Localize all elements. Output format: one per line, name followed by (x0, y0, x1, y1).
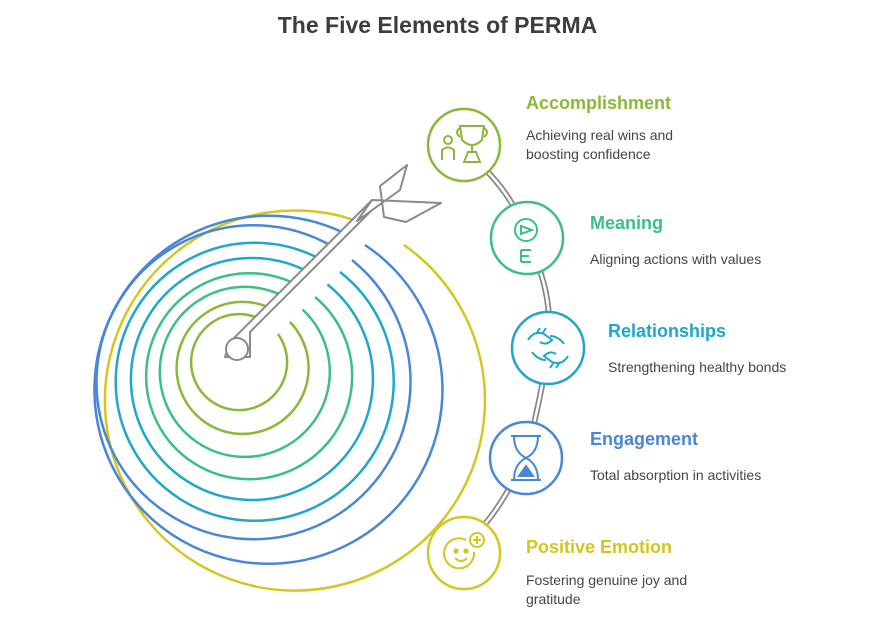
target-ring-lime (175, 300, 310, 436)
target-ring-teal-1 (114, 241, 395, 522)
meaning-node (489, 200, 565, 276)
positive-emotion-node (426, 515, 502, 591)
relationships-node (510, 310, 586, 386)
target-ring-green-1 (144, 272, 354, 481)
compass-icon (514, 218, 538, 263)
target-ring-blue-1 (93, 214, 444, 565)
meaning-description: Aligning actions with values (590, 251, 762, 267)
accomplishment-node (426, 107, 502, 183)
arrow-icon (224, 164, 442, 361)
engagement-description: Total absorption in activities (590, 467, 762, 483)
target-ring-blue-2 (95, 223, 412, 541)
target-icon (93, 209, 487, 592)
smiley-plus-icon (443, 532, 485, 570)
accomplishment-description: Achieving real wins and boosting confide… (526, 127, 674, 162)
handshake-icon (527, 327, 569, 369)
page-title: The Five Elements of PERMA (277, 12, 598, 38)
relationships-title: Relationships (608, 321, 727, 341)
engagement-title: Engagement (590, 429, 699, 449)
engagement-node (488, 420, 564, 496)
target-ring-teal-2 (129, 256, 375, 502)
hourglass-icon (511, 435, 541, 481)
accomplishment-title: Accomplishment (526, 93, 672, 113)
target-ring-green-2 (158, 285, 332, 459)
positive-emotion-title: Positive Emotion (526, 537, 673, 557)
target-ring-yellow-outer (103, 209, 487, 592)
trophy-person-icon (441, 125, 488, 163)
positive-emotion-description: Fostering genuine joy and gratitude (526, 572, 688, 607)
meaning-title: Meaning (590, 213, 664, 233)
target-ring-lime-inner (189, 312, 289, 412)
relationships-description: Strengthening healthy bonds (608, 359, 787, 375)
